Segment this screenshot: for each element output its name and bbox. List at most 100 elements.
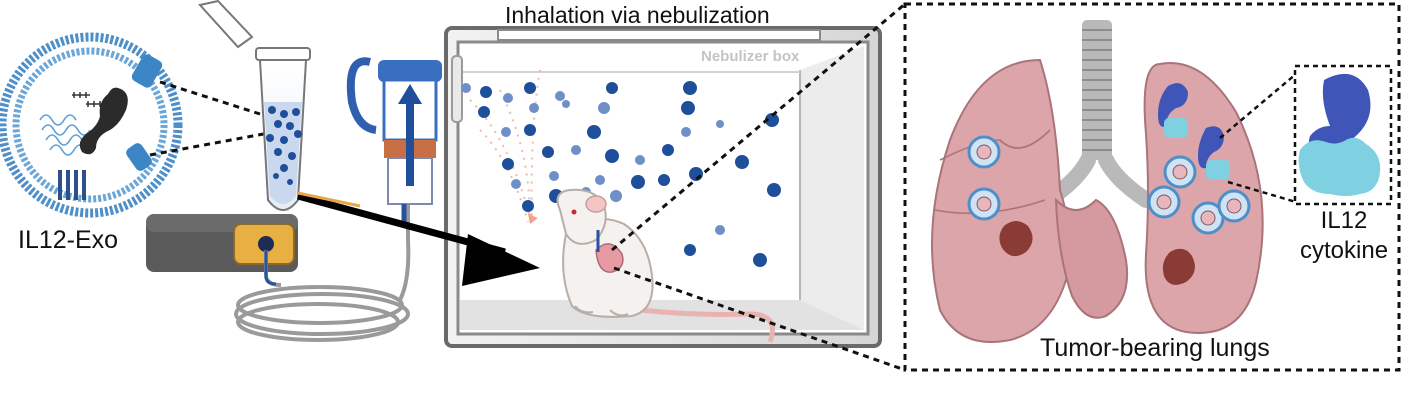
tumor-left <box>999 221 1033 257</box>
aerosol-trails <box>469 69 541 223</box>
nebulizer-controller <box>146 214 298 272</box>
aerosol-droplet <box>681 101 695 115</box>
aerosol-droplet <box>503 93 513 103</box>
tube-droplet <box>274 120 282 128</box>
aerosol-droplet <box>635 155 645 165</box>
exosome-membrane-inner <box>12 47 168 203</box>
nebulizer-chamber <box>346 57 442 224</box>
cytokine-label-line2: cytokine <box>1300 237 1389 264</box>
aerosol-droplet <box>683 81 697 95</box>
aerosol-droplet <box>562 100 570 108</box>
aerosol-droplet <box>658 174 670 186</box>
delivery-arrow <box>297 191 540 286</box>
tube-droplet <box>274 148 282 156</box>
aerosol-droplet <box>524 124 536 136</box>
tube-droplet <box>266 134 274 142</box>
lung-exosome <box>1147 185 1181 219</box>
aerosol-droplet <box>542 146 554 158</box>
aerosol-droplet <box>662 144 674 156</box>
zoom-lines-cytokine <box>1219 73 1297 204</box>
figure-title: Inhalation via nebulization <box>505 2 770 28</box>
zoom-lines-lungs <box>611 2 906 372</box>
lungs-panel <box>903 2 1401 372</box>
aerosol-droplet <box>681 127 691 137</box>
box-right-wall <box>800 46 864 330</box>
aerosol-droplet <box>555 91 565 101</box>
lung-il12-proteins <box>1158 83 1230 180</box>
il12-cargo-protein <box>79 87 128 155</box>
blue-tube-line <box>264 250 277 286</box>
aerosol-droplet <box>735 155 749 169</box>
left-lung-lobe <box>1054 197 1129 319</box>
zoom-lines-exosome <box>149 80 286 157</box>
tube-rim <box>255 47 311 61</box>
tube-droplet <box>286 122 294 130</box>
aerosol-droplet <box>522 200 534 212</box>
aerosol-droplet <box>502 158 514 170</box>
aerosol-droplet <box>478 106 490 118</box>
aerosol-droplet <box>524 82 536 94</box>
aerosol-droplet <box>511 179 521 189</box>
aerosol-droplet <box>587 125 601 139</box>
lungs-label: Tumor-bearing lungs <box>1040 334 1270 362</box>
tube-droplet <box>280 136 288 144</box>
aerosol-droplet <box>595 175 605 185</box>
trail-arrowhead <box>528 214 538 224</box>
cytokine-label: IL12 cytokine <box>1300 206 1388 266</box>
tube-droplet <box>280 164 288 172</box>
box-floor <box>460 300 864 330</box>
tube-droplet <box>294 130 302 138</box>
membrane-protein-top <box>131 54 163 88</box>
tube-droplet <box>288 152 296 160</box>
left-lung <box>931 58 1071 343</box>
mouse <box>556 188 775 343</box>
tube-droplet <box>273 173 279 179</box>
aerosol-droplet <box>529 103 539 113</box>
exosome-lumen <box>22 57 158 193</box>
aerosol-droplet <box>598 102 610 114</box>
aerosol-droplets <box>461 81 781 267</box>
aerosol-droplet <box>631 175 645 189</box>
tube-droplets <box>266 106 302 185</box>
lung-exosomes <box>967 135 1251 235</box>
il12-cytokine-structure <box>1298 73 1381 196</box>
exosome-membrane-outer <box>0 32 183 218</box>
aerosol-droplet <box>605 149 619 163</box>
lung-exosome <box>1163 155 1197 189</box>
mouse-tail <box>639 307 775 343</box>
nebulizer-box-label: Nebulizer box <box>701 48 800 65</box>
transmembrane-helices <box>58 170 86 200</box>
aerosol-droplet <box>549 171 559 181</box>
aerosol-droplet <box>767 183 781 197</box>
membrane-protein-side <box>126 143 152 171</box>
mouse-eye <box>571 209 577 215</box>
aerosol-droplet <box>716 120 724 128</box>
tube-droplet <box>280 110 288 118</box>
aerosol-droplet <box>753 253 767 267</box>
nebulizer-box <box>444 26 882 348</box>
mouse-lungs-inset <box>595 243 624 273</box>
aerosol-droplet <box>480 86 492 98</box>
aerosol-droplet <box>684 244 696 256</box>
aerosol-droplet <box>765 113 779 127</box>
tube-lid <box>198 0 254 49</box>
aerosol-droplet <box>461 83 471 93</box>
tube-droplet <box>268 106 276 114</box>
mouse-ear <box>585 195 607 213</box>
lung-exosome <box>967 135 1001 169</box>
mirna-fragments <box>72 92 102 107</box>
lung-exosome <box>1217 189 1251 223</box>
eppendorf-tube <box>198 0 311 211</box>
exosome-illustration <box>0 32 183 218</box>
aerosol-droplet <box>501 127 511 137</box>
aerosol-droplet <box>610 190 622 202</box>
tube-droplet <box>287 179 293 185</box>
tumor-right <box>1162 248 1195 285</box>
tubing <box>234 200 411 342</box>
tube-droplet <box>292 108 300 116</box>
exosome-label: IL12-Exo <box>18 226 119 254</box>
cytokine-label-line1: IL12 <box>1320 207 1368 234</box>
aerosol-droplet <box>571 145 581 155</box>
aerosol-droplet <box>715 225 725 235</box>
